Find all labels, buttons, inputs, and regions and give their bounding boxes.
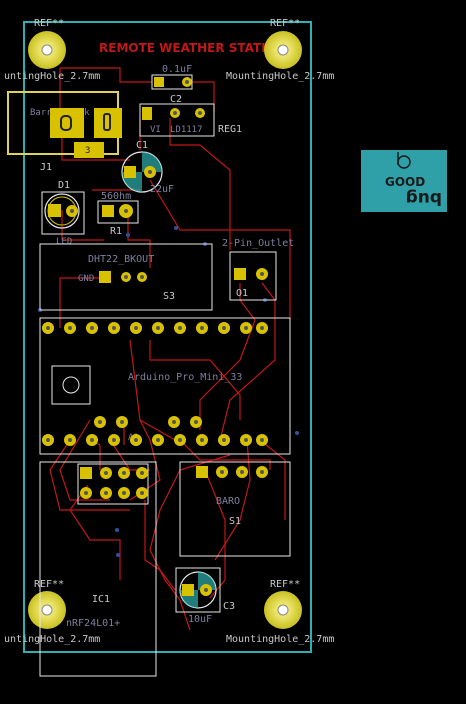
arduino-top-header <box>42 322 268 334</box>
r1-value: 560hm <box>101 191 131 202</box>
s3-pin-label: GND <box>78 274 94 284</box>
d1-ref: D1 <box>58 180 70 191</box>
component-arduino[interactable]: Arduino_Pro_Mini_33 A1 <box>39 317 291 455</box>
board-edge-cuts <box>23 21 312 653</box>
c2-ref: C2 <box>170 94 182 105</box>
mh3-ref: REF** <box>34 579 64 590</box>
bug-logo-icon: GOOD bug <box>361 150 447 212</box>
c2-value: 0.1uF <box>162 64 192 75</box>
c3-ref: C3 <box>223 601 235 612</box>
c1-value: 22uF <box>150 184 174 195</box>
component-o1[interactable]: 2-Pin_Outlet O1 <box>222 238 294 301</box>
mh1-value: untingHole_2.7mm <box>4 71 100 82</box>
c3-value: 10uF <box>188 614 212 625</box>
component-c1[interactable]: C1 22uF <box>121 140 174 195</box>
component-d1[interactable]: D1 LED <box>41 180 85 247</box>
mounting-hole-bottom-left[interactable]: REF** untingHole_2.7mm <box>4 579 100 645</box>
j1-ref: J1 <box>40 162 52 173</box>
component-c2[interactable]: 0.1uF C2 <box>151 64 193 105</box>
ic1-value: nRF24L01+ <box>66 618 120 629</box>
mh2-ref: REF** <box>270 18 300 29</box>
baro-ref: S1 <box>229 516 241 527</box>
arduino-bottom-header <box>42 434 268 446</box>
component-s3[interactable]: DHT22_BKOUT GND S3 <box>39 243 213 311</box>
mh4-ref: REF** <box>270 579 300 590</box>
s3-ref: S3 <box>163 291 175 302</box>
copper-traces <box>49 67 291 631</box>
o1-ref: O1 <box>236 288 248 299</box>
baro-value: BARO <box>216 496 240 507</box>
s3-value: DHT22_BKOUT <box>88 254 154 265</box>
ic1-ref: IC1 <box>92 594 110 605</box>
component-r1[interactable]: 560hm R1 <box>97 191 139 237</box>
component-ic1[interactable]: IC1 nRF24L01+ <box>39 461 157 677</box>
logo-line1: GOOD <box>385 175 425 189</box>
component-j1[interactable]: Barrel_Jack 3 J1 <box>7 91 122 173</box>
component-baro[interactable]: BARO S1 <box>179 461 291 557</box>
component-reg1[interactable]: VI LD1117 REG1 <box>139 103 242 137</box>
arduino-inner-pads <box>94 416 202 428</box>
mounting-hole-top-right[interactable]: REF** MountingHole_2.7mm <box>226 18 334 82</box>
r1-ref: R1 <box>110 226 122 237</box>
logo-line2: bug <box>406 188 442 208</box>
mh3-value: untingHole_2.7mm <box>4 634 100 645</box>
mh1-ref: REF** <box>34 18 64 29</box>
mh2-value: MountingHole_2.7mm <box>226 71 334 82</box>
component-c3[interactable]: C3 10uF <box>175 567 235 625</box>
c1-ref: C1 <box>136 140 148 151</box>
arduino-value: Arduino_Pro_Mini_33 <box>128 372 242 383</box>
d1-value: LED <box>56 237 72 247</box>
mounting-hole-bottom-right[interactable]: REF** MountingHole_2.7mm <box>226 579 334 645</box>
ic1-pads <box>80 467 148 499</box>
reg1-ref: REG1 <box>218 124 242 135</box>
reg1-pin-label: VI <box>150 125 161 135</box>
j1-pin-number: 3 <box>85 146 90 156</box>
reg1-value: LD1117 <box>170 125 203 135</box>
o1-value: 2-Pin_Outlet <box>222 238 294 249</box>
board-title: REMOTE WEATHER STATION <box>99 41 286 55</box>
mh4-value: MountingHole_2.7mm <box>226 634 334 645</box>
mounting-hole-top-left[interactable]: REF** untingHole_2.7mm <box>4 18 100 82</box>
